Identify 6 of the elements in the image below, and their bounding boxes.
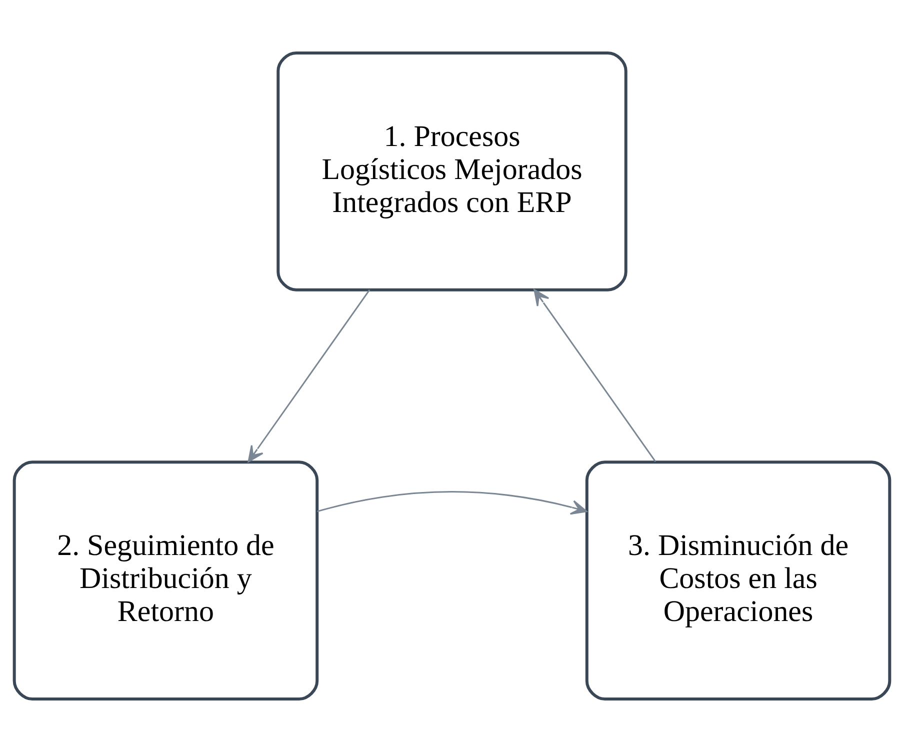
node-box: 3. Disminución de Costos en las Operaciones [585, 460, 892, 700]
arrow [317, 491, 588, 515]
node-box: 2. Seguimiento de Distribución y Retorno [12, 460, 319, 700]
arrow [534, 289, 656, 462]
node-box: 1. Procesos Logísticos Mejorados Integrados con ERP [276, 52, 628, 292]
arrow [248, 289, 370, 462]
